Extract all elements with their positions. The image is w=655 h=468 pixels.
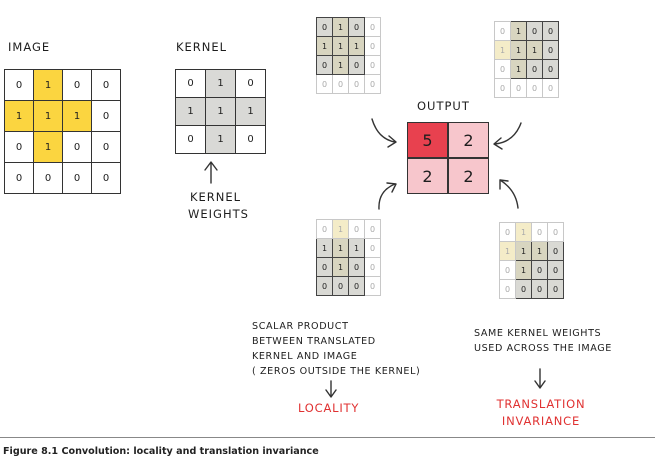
output-cell: 2 <box>448 158 489 194</box>
note-line: USED ACROSS THE IMAGE <box>474 343 612 354</box>
image-cell: 0 <box>33 162 63 194</box>
arrow-to-locality <box>325 380 337 398</box>
window-cell: 0 <box>547 279 564 299</box>
window-cell: 0 <box>316 276 333 296</box>
window-cell: 0 <box>515 279 532 299</box>
image-cell: 0 <box>91 162 121 194</box>
image-cell: 0 <box>4 162 34 194</box>
locality-label: LOCALITY <box>298 401 360 415</box>
window-cell: 1 <box>348 238 365 258</box>
translation-invariance-label: TRANSLATION INVARIANCE <box>488 396 594 430</box>
window-cell: 0 <box>316 17 333 37</box>
kernel-title: KERNEL <box>176 40 228 54</box>
output-grid: 5 2 2 2 <box>407 122 489 194</box>
window-cell: 1 <box>494 40 511 60</box>
window-cell: 0 <box>348 276 365 296</box>
caption-rule <box>0 437 655 438</box>
note-line: BETWEEN TRANSLATED <box>252 336 376 347</box>
window-cell: 1 <box>332 219 349 239</box>
image-title: IMAGE <box>8 40 51 54</box>
window-cell: 1 <box>515 222 532 242</box>
image-cell: 1 <box>62 100 92 132</box>
arrow-bottom-right-to-output <box>499 179 519 209</box>
window-cell: 1 <box>510 40 527 60</box>
window-cell: 0 <box>348 55 365 75</box>
kernel-weights-label-line1: KERNEL <box>190 190 242 204</box>
window-cell: 0 <box>348 17 365 37</box>
output-cell: 5 <box>407 122 448 158</box>
output-cell: 2 <box>407 158 448 194</box>
note-line: KERNEL AND IMAGE <box>252 351 358 362</box>
window-cell: 0 <box>547 241 564 261</box>
arrow-to-translation <box>534 368 546 389</box>
window-cell: 0 <box>499 279 516 299</box>
arrow-top-right-to-output <box>493 122 522 150</box>
window-cell: 1 <box>510 21 527 41</box>
kernel-cell: 0 <box>235 125 266 154</box>
note-line: SAME KERNEL WEIGHTS <box>474 328 602 339</box>
arrow-bottom-left-to-output <box>378 182 397 210</box>
window-cell: 1 <box>515 241 532 261</box>
kernel-grid: 0 1 0 1 1 1 0 1 0 <box>175 69 266 154</box>
image-cell: 1 <box>33 131 63 163</box>
caption-text: Figure 8.1 Convolution: locality and tra… <box>3 446 319 457</box>
window-cell: 0 <box>364 276 381 296</box>
window-cell: 0 <box>531 260 548 280</box>
output-title: OUTPUT <box>417 99 470 113</box>
window-cell: 0 <box>364 55 381 75</box>
image-cell: 0 <box>62 162 92 194</box>
kernel-weights-label-line2: WEIGHTS <box>188 207 249 221</box>
figure-caption: Figure 8.1 Convolution: locality and tra… <box>0 437 655 468</box>
window-cell: 0 <box>332 74 349 94</box>
invariance-line: INVARIANCE <box>501 414 581 428</box>
window-cell: 1 <box>332 257 349 277</box>
image-cell: 0 <box>4 131 34 163</box>
note-line: SCALAR PRODUCT <box>252 321 349 332</box>
note-same-kernel-weights: SAME KERNEL WEIGHTS USED ACROSS THE IMAG… <box>474 326 612 356</box>
window-cell: 0 <box>364 219 381 239</box>
window-cell: 0 <box>364 74 381 94</box>
window-cell: 0 <box>542 40 559 60</box>
window-cell: 0 <box>316 74 333 94</box>
kernel-cell: 1 <box>205 125 236 154</box>
note-scalar-product: SCALAR PRODUCT BETWEEN TRANSLATED KERNEL… <box>252 319 420 379</box>
output-cell: 2 <box>448 122 489 158</box>
image-grid: 0 1 0 0 1 1 1 0 0 1 0 0 0 0 0 0 <box>4 69 121 194</box>
window-cell: 0 <box>316 55 333 75</box>
window-cell: 0 <box>542 21 559 41</box>
kernel-cell: 1 <box>175 97 206 126</box>
kernel-cell: 0 <box>175 125 206 154</box>
window-cell: 0 <box>547 260 564 280</box>
image-cell: 0 <box>62 131 92 163</box>
kernel-cell: 1 <box>235 97 266 126</box>
window-cell: 0 <box>542 78 559 98</box>
window-cell: 0 <box>332 276 349 296</box>
arrow-top-left-to-output <box>371 118 397 148</box>
kernel-cell: 0 <box>235 69 266 98</box>
translation-line: TRANSLATION <box>496 397 586 411</box>
arrows-layer <box>204 118 546 398</box>
window-cell: 0 <box>316 257 333 277</box>
note-line: ( ZEROS OUTSIDE THE KERNEL) <box>252 366 421 377</box>
arrow-kernel-weights <box>204 161 218 184</box>
